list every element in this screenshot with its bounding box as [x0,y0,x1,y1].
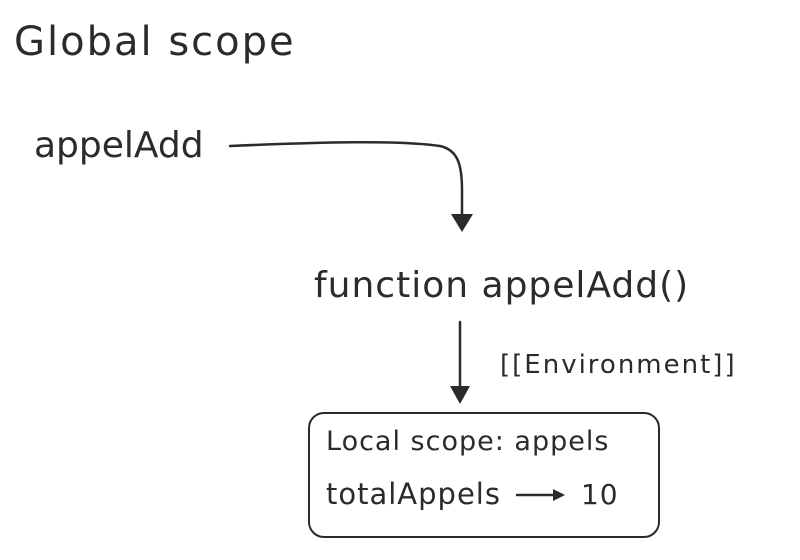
local-scope-title: Local scope: appels [326,426,610,457]
local-variable-name: totalAppels [326,477,501,511]
reference-arrow-head-icon [451,214,473,232]
local-variable-row: totalAppels 10 [326,480,619,509]
environment-arrow-head-icon [450,386,470,404]
local-variable-value: 10 [580,477,619,511]
value-arrow-icon [515,488,565,501]
global-scope-title: Global scope [14,19,296,65]
environment-label: [[Environment]] [500,350,737,380]
variable-label: appelAdd [34,125,204,166]
reference-arrow-line [228,140,464,218]
function-label: function appelAdd() [314,265,690,306]
local-scope-box: Local scope: appels totalAppels 10 [308,412,660,538]
